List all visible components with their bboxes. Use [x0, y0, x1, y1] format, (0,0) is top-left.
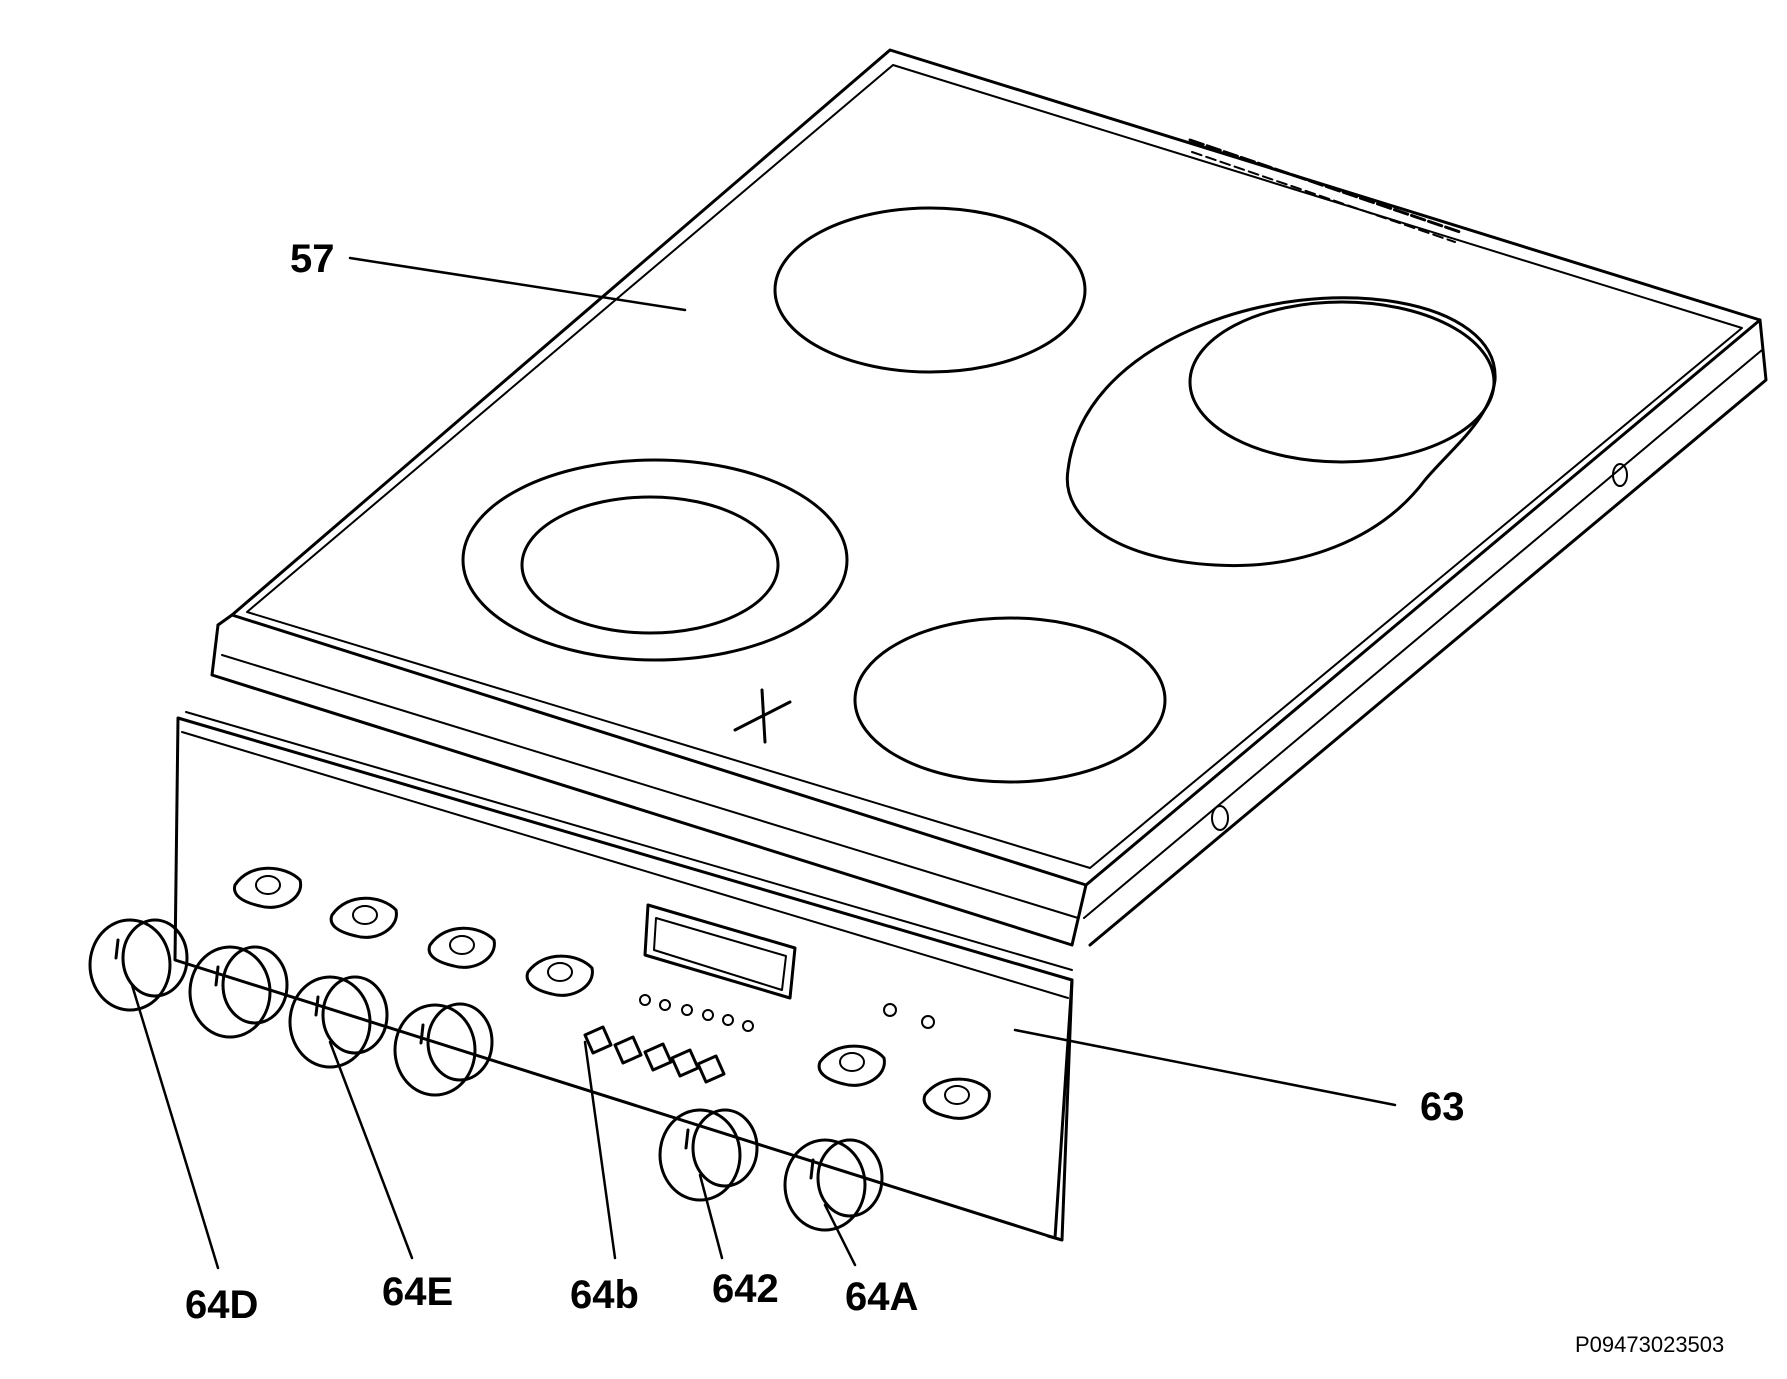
cooking-zone-front-left-inner	[520, 495, 780, 635]
ceramic-hob-top	[210, 48, 1768, 947]
label-63: 63	[1420, 1085, 1465, 1129]
leader-lines	[130, 256, 1397, 1270]
knob-64-fourth	[393, 1002, 494, 1097]
indicator-lights	[639, 994, 935, 1032]
knob-64a	[783, 1138, 884, 1232]
label-64a: 64A	[845, 1275, 918, 1319]
leader-63	[1013, 1028, 1397, 1107]
zone-marker-cross	[733, 688, 792, 744]
label-57: 57	[290, 237, 335, 281]
cooking-zones	[461, 206, 1497, 784]
rocker-switches	[583, 1025, 726, 1084]
leader-642	[698, 1173, 724, 1260]
leader-64b	[583, 1040, 617, 1260]
knob-64e	[288, 975, 389, 1069]
leader-57	[348, 256, 687, 312]
label-642: 642	[712, 1267, 779, 1311]
control-panel	[173, 711, 1074, 1242]
leader-64a	[823, 1203, 857, 1267]
cooking-zone-oval-inner	[1188, 300, 1496, 464]
label-64d: 64D	[185, 1283, 258, 1327]
cooking-zone-front-right	[853, 616, 1167, 784]
callout-labels: 57 63 64D 64E 64b 642 64A P09473023503	[185, 237, 1724, 1357]
knob-64-second	[188, 945, 289, 1039]
control-knobs	[88, 918, 884, 1232]
leader-64d	[130, 983, 220, 1270]
cooking-zone-front-left-outer	[461, 458, 849, 662]
display-window	[643, 903, 797, 1000]
knob-mounts	[232, 866, 991, 1120]
cooking-zone-oval-outer	[1065, 296, 1497, 568]
leader-64e	[328, 1040, 414, 1260]
cooking-zone-rear-left	[773, 206, 1087, 374]
label-64e: 64E	[382, 1270, 453, 1314]
knob-642	[658, 1108, 759, 1202]
reference-code: P09473023503	[1575, 1332, 1724, 1357]
knob-64d	[88, 918, 189, 1012]
label-64b: 64b	[570, 1273, 639, 1317]
